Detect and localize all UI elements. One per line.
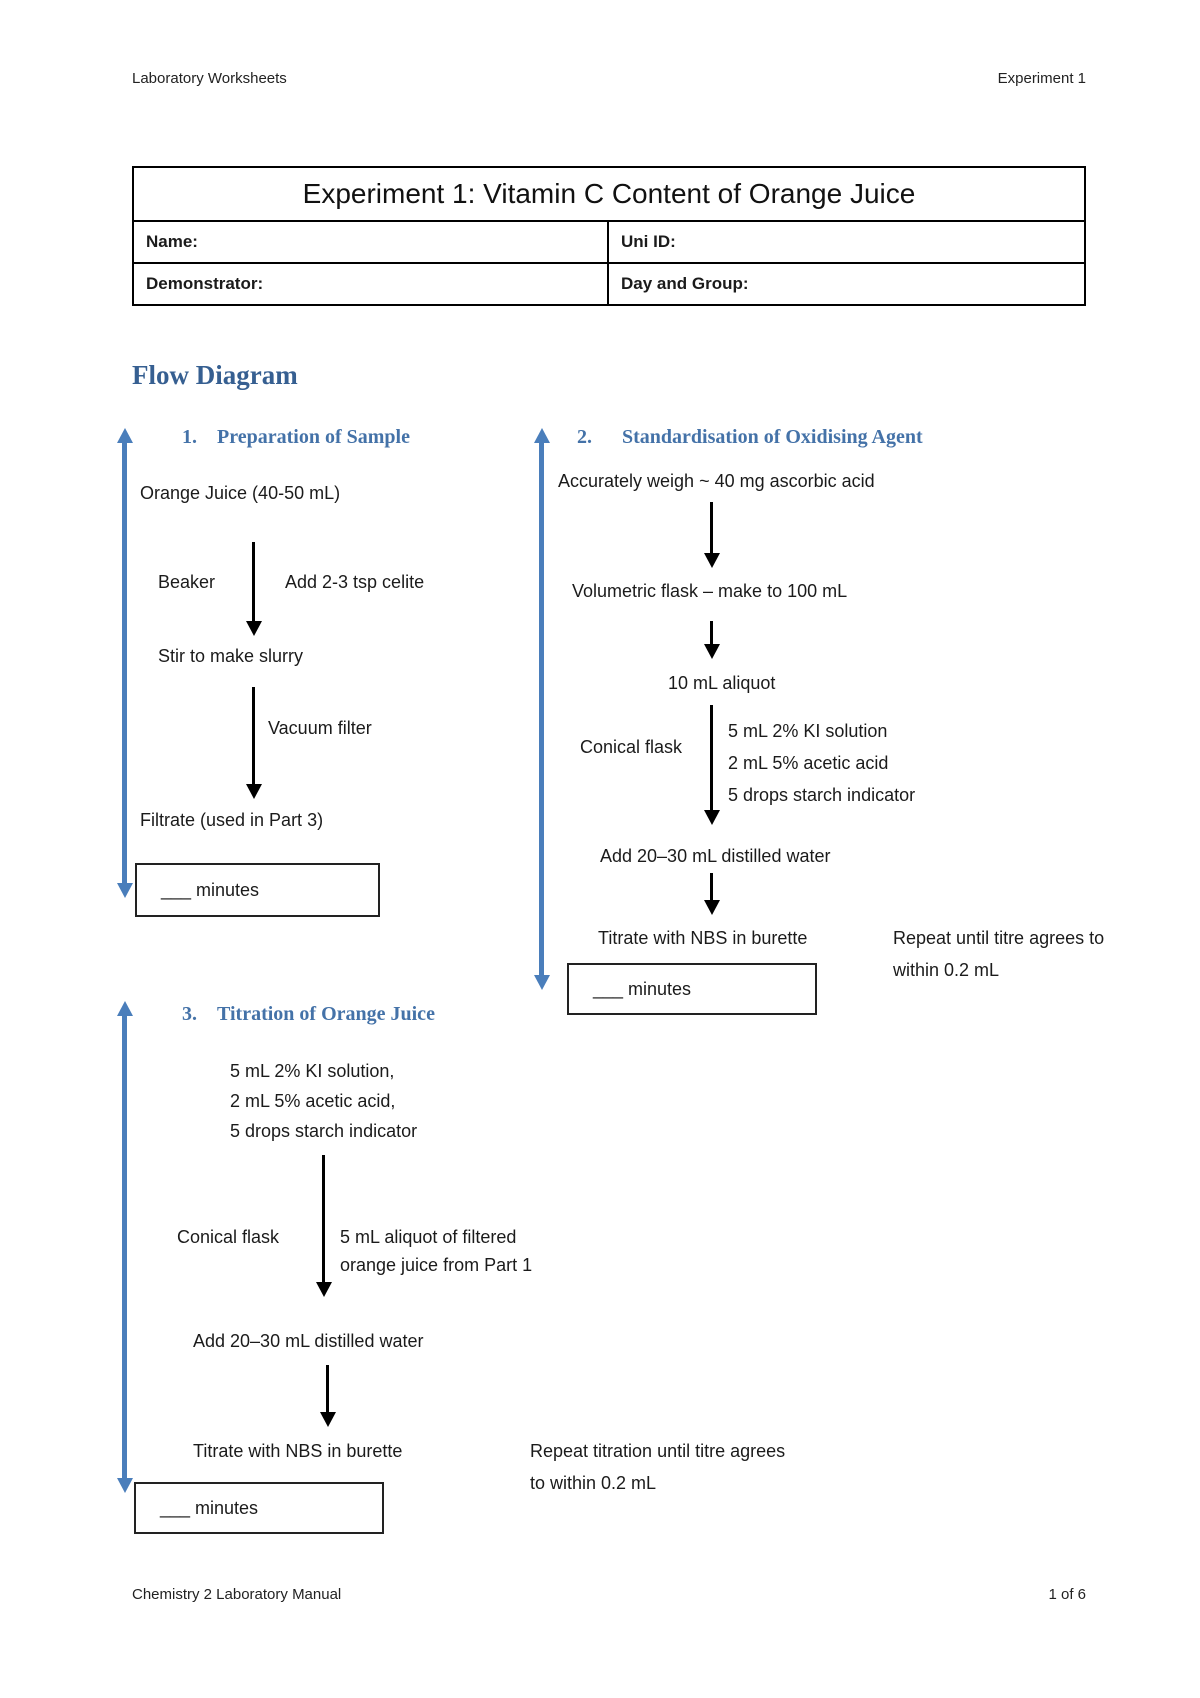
section3-range-arrow-icon xyxy=(122,1016,127,1478)
table-row: Demonstrator: Day and Group: xyxy=(134,264,1084,304)
section2-number: 2. xyxy=(577,426,592,448)
table-row: Name: Uni ID: xyxy=(134,222,1084,264)
day-group-field[interactable]: Day and Group: xyxy=(621,274,749,293)
uni-id-field[interactable]: Uni ID: xyxy=(621,232,676,251)
s2-step3-node: 10 mL aliquot xyxy=(668,673,776,693)
s3-down-arrow-icon xyxy=(322,1155,325,1282)
s2-minutes-label: ___ minutes xyxy=(593,978,692,999)
s2-minutes-box[interactable]: ___ minutes xyxy=(567,963,817,1015)
s2-step2-node: Volumetric flask – make to 100 mL xyxy=(572,581,848,601)
s1-step2-node: Stir to make slurry xyxy=(158,646,304,666)
s2-start-node: Accurately weigh ~ 40 mg ascorbic acid xyxy=(558,471,875,491)
s1-result-node: Filtrate (used in Part 3) xyxy=(140,810,324,830)
s2-step5-node: Titrate with NBS in burette xyxy=(598,928,808,948)
footer-right: 1 of 6 xyxy=(1048,1586,1086,1603)
s2-step4-node: Add 20–30 mL distilled water xyxy=(600,846,831,866)
section2-title: Standardisation of Oxidising Agent xyxy=(622,426,923,448)
s1-filter-label: Vacuum filter xyxy=(268,718,372,738)
s2-repeat-note-line2: within 0.2 mL xyxy=(893,960,1000,980)
section3-title: Titration of Orange Juice xyxy=(217,1003,435,1025)
s3-reagent-2: 2 mL 5% acetic acid, xyxy=(230,1091,396,1111)
s2-flask-label: Conical flask xyxy=(580,737,683,757)
s2-down-arrow-icon xyxy=(710,621,713,644)
s3-reagent-3: 5 drops starch indicator xyxy=(230,1121,418,1141)
s1-minutes-box[interactable]: ___ minutes xyxy=(135,863,380,917)
s3-reagent-1: 5 mL 2% KI solution, xyxy=(230,1061,395,1081)
s2-reagent-1: 5 mL 2% KI solution xyxy=(728,721,888,741)
s3-down-arrow-icon xyxy=(326,1365,329,1412)
s2-down-arrow-icon xyxy=(710,873,713,900)
s3-aliquot-line1: 5 mL aliquot of filtered xyxy=(340,1227,517,1247)
s3-repeat-note-line1: Repeat titration until titre agrees xyxy=(530,1441,786,1461)
section1-title: Preparation of Sample xyxy=(217,426,410,448)
s1-down-arrow-icon xyxy=(252,542,255,621)
demonstrator-field[interactable]: Demonstrator: xyxy=(134,264,609,304)
s1-down-arrow-icon xyxy=(252,687,255,784)
s3-aliquot-line2: orange juice from Part 1 xyxy=(340,1255,533,1275)
info-table: Experiment 1: Vitamin C Content of Orang… xyxy=(132,166,1086,306)
s1-vessel-label: Beaker xyxy=(158,572,216,592)
s3-step2-node: Add 20–30 mL distilled water xyxy=(193,1331,424,1351)
s1-start-node: Orange Juice (40-50 mL) xyxy=(140,483,341,503)
header-right: Experiment 1 xyxy=(997,70,1086,87)
section2-range-arrow-icon xyxy=(539,443,544,975)
s3-repeat-note-line2: to within 0.2 mL xyxy=(530,1473,657,1493)
section3-number: 3. xyxy=(182,1003,197,1025)
s1-add-label: Add 2-3 tsp celite xyxy=(285,572,425,592)
s2-reagent-3: 5 drops starch indicator xyxy=(728,785,916,805)
s2-reagent-2: 2 mL 5% acetic acid xyxy=(728,753,889,773)
s3-step3-node: Titrate with NBS in burette xyxy=(193,1441,403,1461)
footer-left: Chemistry 2 Laboratory Manual xyxy=(132,1586,342,1603)
flow-diagram-heading: Flow Diagram xyxy=(132,360,298,390)
worksheet-title: Experiment 1: Vitamin C Content of Orang… xyxy=(134,168,1084,222)
header-left: Laboratory Worksheets xyxy=(132,70,287,87)
s3-flask-label: Conical flask xyxy=(177,1227,280,1247)
s3-minutes-label: ___ minutes xyxy=(160,1497,259,1518)
name-field[interactable]: Name: xyxy=(134,222,609,262)
s2-repeat-note-line1: Repeat until titre agrees to xyxy=(893,928,1105,948)
section1-range-arrow-icon xyxy=(122,443,127,883)
s1-minutes-label: ___ minutes xyxy=(161,879,260,900)
s2-down-arrow-icon xyxy=(710,502,713,553)
s2-reagent-arrow-icon xyxy=(710,705,713,810)
s3-minutes-box[interactable]: ___ minutes xyxy=(134,1482,384,1534)
section1-number: 1. xyxy=(182,426,197,448)
